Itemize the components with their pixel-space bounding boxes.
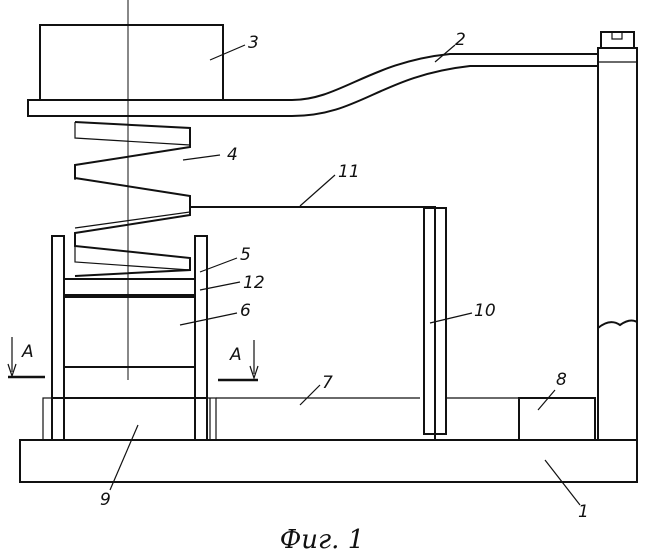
callout-12: 12 [243, 273, 265, 293]
callout-5: 5 [240, 245, 251, 265]
section-mark-left: A [8, 337, 45, 377]
section-mark-right: A [218, 340, 258, 380]
plate [64, 279, 195, 295]
coil-spring [75, 122, 190, 276]
right-post [598, 32, 637, 440]
sleeve [52, 236, 207, 440]
section-label-right: A [229, 345, 242, 365]
base-ring [43, 398, 216, 440]
callout-7: 7 [322, 373, 333, 393]
callout-1: 1 [578, 502, 589, 522]
callout-11: 11 [338, 162, 360, 182]
housing [190, 207, 435, 440]
callout-2: 2 [455, 30, 466, 50]
callouts: 3 2 4 11 5 12 6 10 7 8 9 1 [100, 30, 589, 522]
callout-9: 9 [100, 490, 111, 510]
callout-10: 10 [474, 301, 496, 321]
callout-4: 4 [227, 145, 238, 165]
callout-3: 3 [248, 33, 259, 53]
weight-block [40, 25, 223, 100]
callout-6: 6 [240, 301, 251, 321]
spring-arm [28, 54, 598, 116]
magnet [64, 297, 195, 367]
leader-lines [110, 45, 580, 505]
figure-caption: Фиг. 1 [280, 525, 365, 555]
section-label-left: A [21, 342, 34, 362]
base-plate [20, 440, 637, 482]
callout-8: 8 [556, 370, 567, 390]
block [519, 398, 595, 440]
